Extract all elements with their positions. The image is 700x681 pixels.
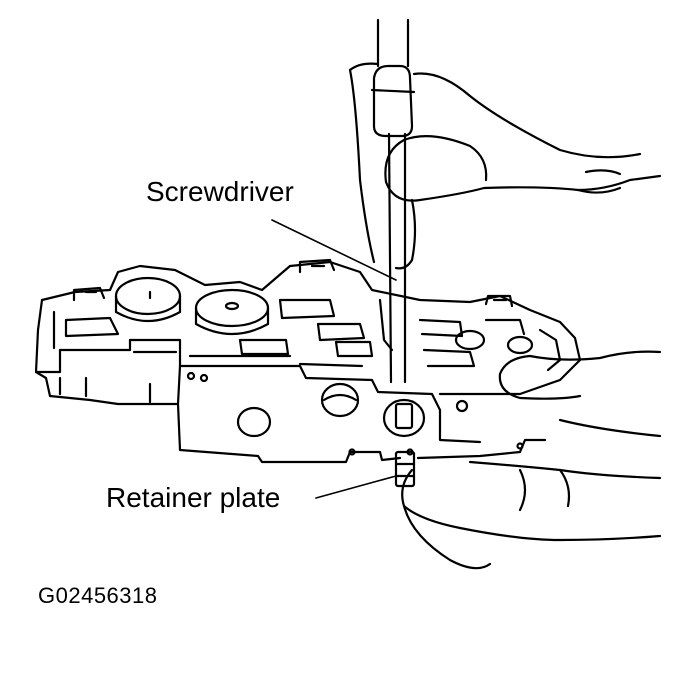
figure-code: G02456318: [38, 583, 158, 608]
screwdriver: [372, 20, 414, 382]
upper-hand: [350, 64, 660, 269]
screwdriver-leader-line: [272, 220, 396, 280]
lower-hand: [402, 352, 660, 569]
screwdriver-label: Screwdriver: [146, 176, 294, 207]
valve-body: [36, 262, 580, 462]
valve-body-top-details: [54, 260, 560, 402]
retainer-plate-label: Retainer plate: [106, 482, 281, 513]
retainer-leader-line: [316, 476, 396, 498]
retainer-plate: [396, 452, 414, 486]
